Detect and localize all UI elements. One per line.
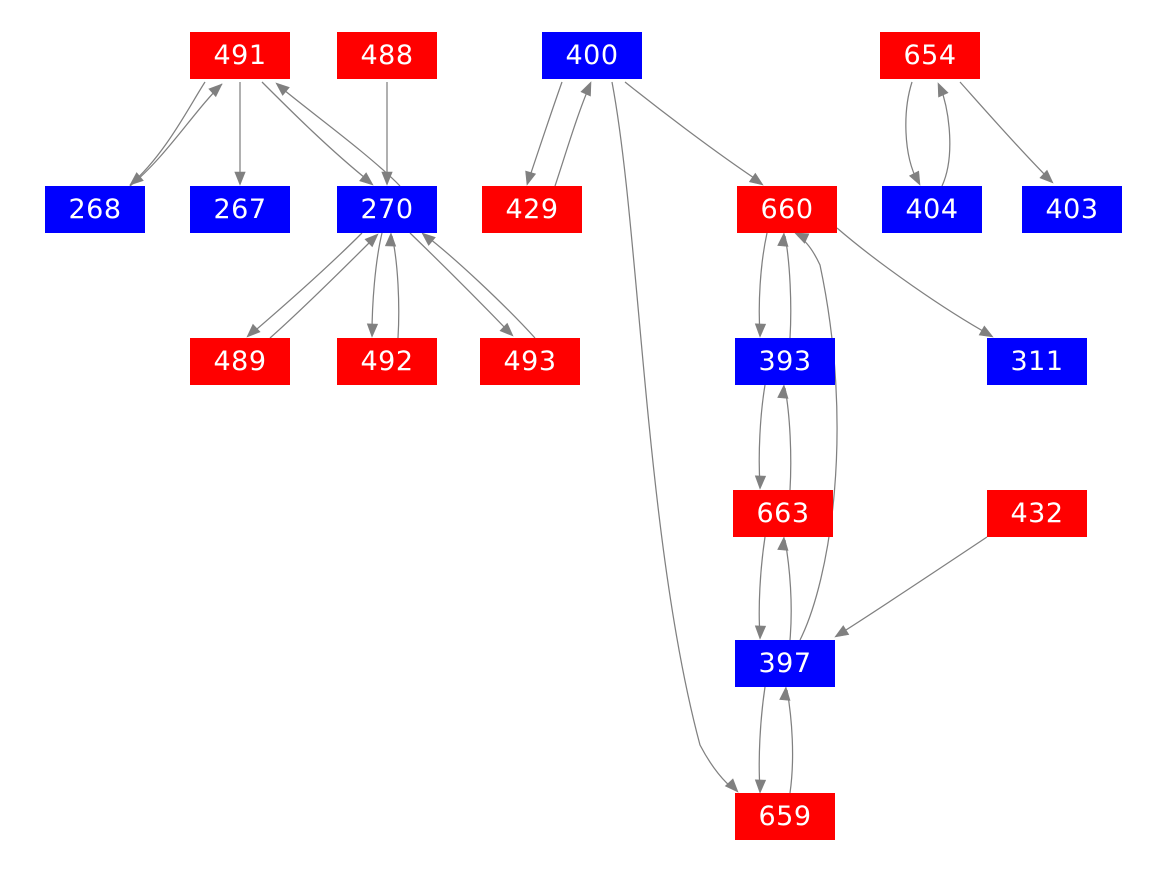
graph-edge [409,232,511,334]
graph-edge [424,234,536,339]
graph-edge-arrowhead [777,536,789,551]
graph-edge-arrowhead [275,82,290,96]
graph-edge-arrowhead [384,232,397,247]
graph-edge [797,235,838,641]
graph-node-429[interactable]: 429 [482,186,582,233]
graph-edge [277,84,401,187]
graph-node-397[interactable]: 397 [735,640,835,687]
graph-node-311[interactable]: 311 [987,338,1087,385]
graph-edge-arrowhead [580,81,592,97]
graph-edge-arrowhead [777,232,789,247]
graph-edge [129,81,206,186]
graph-edge-arrowhead [754,625,767,640]
graph-edge-arrowhead [754,475,767,490]
graph-edge [269,235,377,339]
graph-edge-arrowhead [754,779,767,794]
graph-node-659[interactable]: 659 [735,793,835,840]
graph-edge-arrowhead [1039,169,1054,184]
graph-edge [959,81,1051,181]
graph-edge [837,536,988,636]
graph-edge [249,232,363,336]
graph-node-493[interactable]: 493 [480,338,580,385]
graph-edge-arrowhead [754,323,767,338]
graph-node-403[interactable]: 403 [1022,186,1122,233]
graph-edge [129,83,223,187]
graph-node-404[interactable]: 404 [882,186,982,233]
graph-edge [554,84,591,187]
graph-edge [371,232,383,335]
graph-edge-arrowhead [937,82,949,98]
graph-edge-arrowhead [777,384,789,399]
graph-edge [261,81,371,183]
graph-edge [758,384,766,487]
graph-edge-arrowhead [525,170,537,186]
graph-node-267[interactable]: 267 [190,186,290,233]
graph-edge [758,536,766,637]
graph-node-270[interactable]: 270 [337,186,437,233]
graph-edge [784,235,792,339]
graph-edge-arrowhead [908,170,921,186]
graph-node-489[interactable]: 489 [190,338,290,385]
graph-node-268[interactable]: 268 [45,186,145,233]
graph-edge-arrowhead [779,686,791,701]
graph-node-400[interactable]: 400 [542,32,642,79]
graph-node-663[interactable]: 663 [733,490,833,537]
graph-edge [939,85,951,187]
graph-edge-arrowhead [208,83,223,98]
graph-edge-arrowhead [234,171,246,186]
graph-node-488[interactable]: 488 [337,32,437,79]
graph-edge [786,689,794,794]
graph-edge [784,387,792,491]
graph-node-393[interactable]: 393 [735,338,835,385]
graph-edge [836,227,991,336]
graph-edge [611,81,736,791]
graph-edge [784,539,792,641]
graph-edge [527,81,563,183]
graph-node-432[interactable]: 432 [987,490,1087,537]
graph-node-492[interactable]: 492 [337,338,437,385]
graph-edge [758,686,766,791]
graph-edge [624,81,761,183]
graph-edge-arrowhead [366,323,379,338]
graph-node-491[interactable]: 491 [190,32,290,79]
graph-edge [391,235,400,339]
graph-edge [758,232,768,335]
graph-edge [905,81,919,183]
graph-node-660[interactable]: 660 [737,186,837,233]
graph-node-654[interactable]: 654 [880,32,980,79]
graph-edge-arrowhead [381,171,393,186]
